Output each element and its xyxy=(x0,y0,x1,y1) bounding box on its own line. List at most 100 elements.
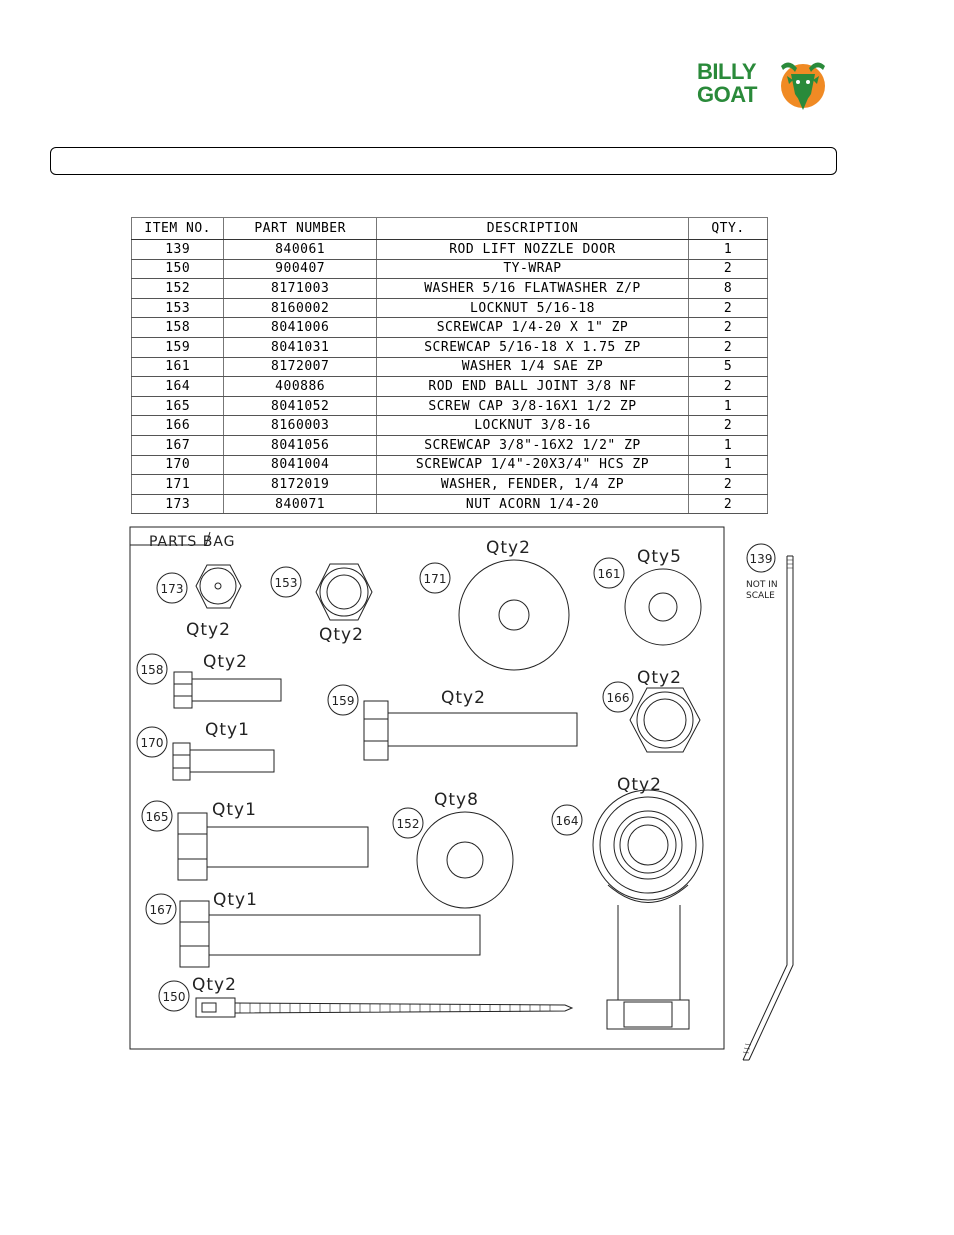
locknut-153-hole xyxy=(326,574,362,610)
rod-lift-icon xyxy=(742,555,794,1061)
qty-158: Qty2 xyxy=(203,652,248,672)
washer-152-hole xyxy=(446,841,484,879)
qty-173: Qty2 xyxy=(186,620,231,640)
ball-joint-ball xyxy=(613,810,683,880)
cell-part: 8041056 xyxy=(223,435,377,456)
cell-desc: SCREWCAP 1/4"-20X3/4" HCS ZP xyxy=(376,455,690,476)
qty-171: Qty2 xyxy=(486,538,531,558)
balloon-164 xyxy=(551,804,583,836)
cell-part: 8172019 xyxy=(223,474,377,495)
balloon-label-161: 161 xyxy=(598,567,621,581)
cell-item: 139 xyxy=(131,239,225,260)
qty-165: Qty1 xyxy=(212,800,257,820)
cell-desc: SCREWCAP 5/16-18 X 1.75 ZP xyxy=(376,337,690,358)
brand-line-1: BILLY xyxy=(697,59,757,84)
qty-153: Qty2 xyxy=(319,625,364,645)
cell-part: 8041052 xyxy=(223,396,377,417)
cell-qty: 2 xyxy=(688,317,768,338)
cell-item: 171 xyxy=(131,474,225,495)
ball-joint-hole xyxy=(627,824,669,866)
balloon-153 xyxy=(270,566,302,598)
balloon-166 xyxy=(602,681,634,713)
parts-bag-frame xyxy=(129,526,725,1050)
cell-item: 166 xyxy=(131,415,225,436)
cell-item: 150 xyxy=(131,259,225,280)
acorn-nut-ring xyxy=(199,567,237,605)
locknut-166-ring xyxy=(636,691,694,749)
ty-wrap-head xyxy=(201,1002,217,1013)
cell-desc: LOCKNUT 5/16-18 xyxy=(376,298,690,319)
balloon-label-166: 166 xyxy=(607,691,630,705)
locknut-153-ring xyxy=(319,567,369,617)
title-bar xyxy=(50,147,837,175)
locknut-166-hole xyxy=(643,698,687,742)
cell-item: 152 xyxy=(131,278,225,299)
ball-joint-shaft xyxy=(617,905,681,1000)
acorn-nut-icon xyxy=(195,564,242,609)
cell-item: 170 xyxy=(131,455,225,476)
balloon-165 xyxy=(141,800,173,832)
balloon-label-158: 158 xyxy=(141,663,164,677)
cell-qty: 2 xyxy=(688,337,768,358)
cell-item: 158 xyxy=(131,317,225,338)
balloon-152 xyxy=(392,807,424,839)
qty-159: Qty2 xyxy=(441,688,486,708)
balloon-170 xyxy=(136,726,168,758)
qty-164: Qty2 xyxy=(617,775,662,795)
header-item-no: ITEM NO. xyxy=(131,217,225,240)
cell-part: 840061 xyxy=(223,239,377,260)
qty-170: Qty1 xyxy=(205,720,250,740)
cell-desc: TY-WRAP xyxy=(376,259,690,280)
ty-wrap-teeth xyxy=(239,1003,551,1013)
balloon-label-152: 152 xyxy=(397,817,420,831)
screwcap-170-icon xyxy=(172,742,191,781)
not-in-scale-line-2: SCALE xyxy=(746,591,775,601)
ty-wrap-strap xyxy=(234,1002,574,1014)
balloon-label-170: 170 xyxy=(141,736,164,750)
cell-part: 8160003 xyxy=(223,415,377,436)
table-header-row: ITEM NO. PART NUMBER DESCRIPTION QTY. xyxy=(131,217,768,240)
cell-desc: SCREWCAP 1/4-20 X 1" ZP xyxy=(376,317,690,338)
ball-joint-inner xyxy=(619,816,677,874)
balloon-label-173: 173 xyxy=(161,582,184,596)
cell-item: 161 xyxy=(131,357,225,378)
billy-goat-logo: BILLY GOAT xyxy=(697,56,829,114)
cell-desc: SCREW CAP 3/8-16X1 1/2 ZP xyxy=(376,396,690,417)
cell-desc: WASHER, FENDER, 1/4 ZP xyxy=(376,474,690,495)
cell-qty: 8 xyxy=(688,278,768,299)
not-in-scale-line-1: NOT IN xyxy=(746,580,778,590)
balloon-label-153: 153 xyxy=(275,576,298,590)
locknut-166-icon xyxy=(629,687,701,753)
washer-161-icon xyxy=(624,568,702,646)
screwcap-159-icon xyxy=(363,700,389,761)
cell-qty: 2 xyxy=(688,415,768,436)
cell-item: 153 xyxy=(131,298,225,319)
cell-qty: 2 xyxy=(688,494,768,515)
screwcap-167-shank xyxy=(208,914,481,956)
cell-qty: 1 xyxy=(688,239,768,260)
balloon-159 xyxy=(327,684,359,716)
balloon-label-159: 159 xyxy=(332,694,355,708)
washer-152-icon xyxy=(416,811,514,909)
cell-part: 8041031 xyxy=(223,337,377,358)
qty-167: Qty1 xyxy=(213,890,258,910)
balloon-158 xyxy=(136,653,168,685)
title-tab-line xyxy=(130,531,211,546)
ball-joint-hex-face xyxy=(623,1001,673,1028)
qty-152: Qty8 xyxy=(434,790,479,810)
balloon-139 xyxy=(746,543,776,573)
cell-part: 8041004 xyxy=(223,455,377,476)
cell-part: 8171003 xyxy=(223,278,377,299)
